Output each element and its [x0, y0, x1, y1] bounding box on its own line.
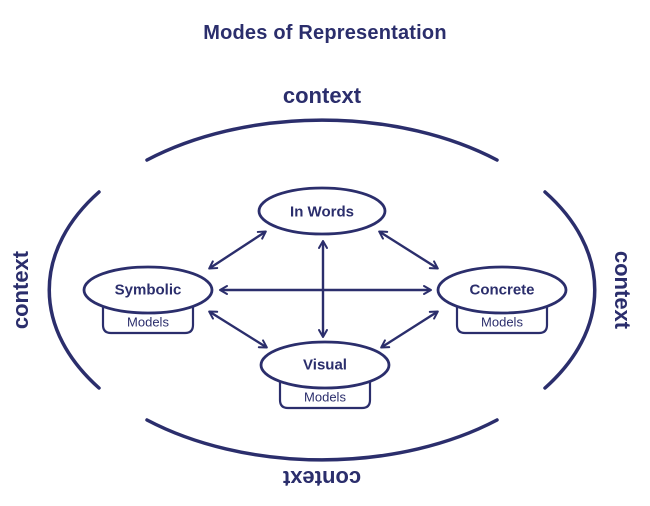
context-label-left: context: [8, 250, 33, 330]
symbolic-node-ellipse: [82, 265, 214, 315]
context-arc-top: [145, 118, 499, 162]
edge-symbolic-visual: [208, 310, 268, 349]
visual-models-label: Models: [304, 389, 346, 405]
visual-node-ellipse: [259, 340, 391, 390]
context-arc-right: [543, 190, 597, 390]
context-arc-left: [47, 190, 101, 390]
context-label-right: context: [610, 250, 635, 330]
symbolic-node-label: Symbolic: [114, 281, 182, 299]
concrete-node-ellipse: [436, 265, 568, 315]
context-arcs: [47, 118, 597, 462]
context-label-bottom: context: [282, 466, 362, 491]
node-shapes: [82, 186, 568, 410]
visual-node-label: Visual: [303, 356, 347, 374]
in-words-node-ellipse: [257, 186, 387, 236]
edge-inwords-concrete: [378, 230, 439, 270]
connector-arrows: [208, 230, 439, 349]
context-label-top: context: [282, 83, 362, 108]
edge-concrete-visual: [380, 310, 439, 349]
concrete-node-label: Concrete: [469, 281, 535, 299]
concrete-models-label: Models: [481, 314, 523, 330]
page-title: Modes of Representation: [203, 22, 447, 44]
edge-inwords-symbolic: [208, 230, 267, 270]
in-words-node-label: In Words: [290, 203, 354, 221]
symbolic-models-label: Models: [127, 314, 169, 330]
context-arc-bottom: [145, 418, 499, 462]
